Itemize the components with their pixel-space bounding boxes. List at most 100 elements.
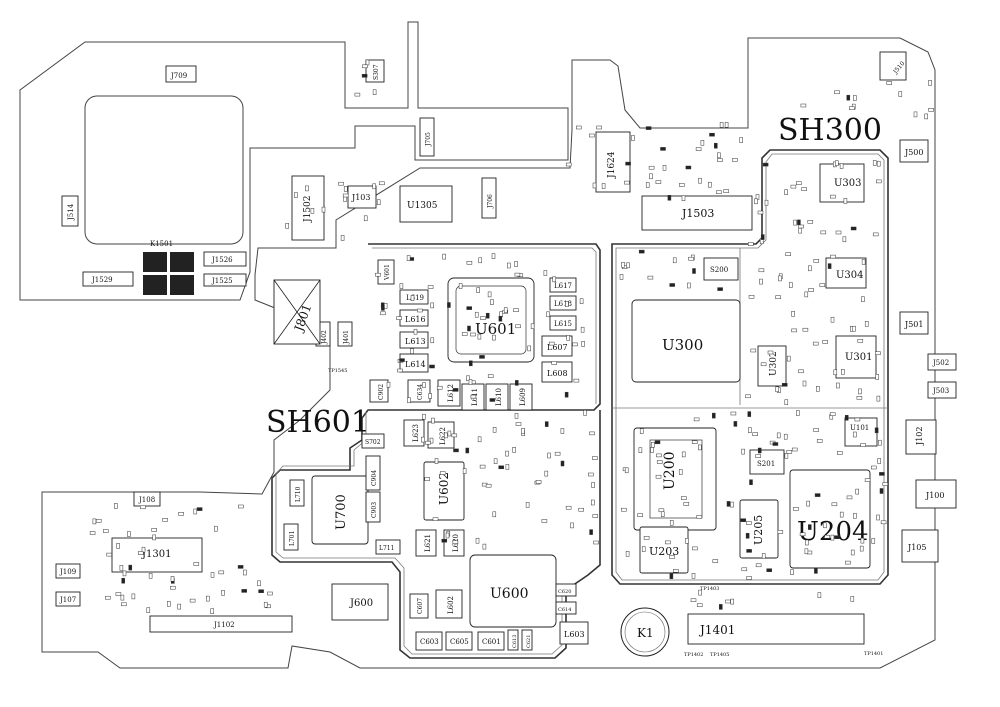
label-j500: J500 [904, 148, 923, 157]
smd-pad [755, 563, 762, 568]
smd-pad [724, 122, 729, 128]
smd-pad [487, 374, 494, 378]
smd-pad [146, 607, 151, 613]
smd-pad [237, 565, 244, 569]
smd-pad [544, 421, 549, 427]
smd-pad [730, 501, 734, 508]
smd-pad [238, 504, 244, 509]
smd-pad [876, 395, 881, 402]
smd-pad [758, 268, 765, 273]
smd-pad [547, 452, 551, 459]
smd-pad [656, 453, 662, 458]
smd-pad [514, 261, 518, 267]
smd-pad [492, 427, 497, 433]
smd-pad [714, 142, 718, 149]
smd-pad [790, 184, 797, 189]
smd-pad [837, 451, 843, 455]
smd-pad [406, 255, 411, 261]
smd-pad [638, 447, 643, 453]
smd-pad [745, 533, 750, 539]
smd-pad [655, 474, 662, 479]
smd-pad [570, 522, 574, 529]
label-l609: L609 [519, 388, 527, 406]
smd-pad [700, 140, 705, 146]
smd-pad [466, 375, 470, 382]
smd-pad [422, 413, 426, 420]
smd-pad [648, 165, 655, 170]
smd-pad [399, 283, 404, 289]
smd-pad [578, 507, 584, 512]
smd-pad [478, 257, 482, 264]
label-u301: U301 [845, 352, 873, 363]
smd-pad [775, 295, 781, 299]
smd-pad [441, 538, 448, 543]
smd-pad [535, 480, 542, 484]
smd-pad [748, 295, 755, 299]
smd-pad [376, 199, 381, 205]
smd-pad [588, 472, 594, 477]
connector-j1301: J1301 [111, 537, 203, 573]
smd-pad [241, 589, 247, 593]
smd-pad [733, 421, 738, 427]
smd-pad [797, 219, 801, 226]
smd-pad [363, 215, 368, 222]
smd-pad [877, 458, 881, 464]
smd-pad [789, 282, 793, 288]
smd-pad [830, 194, 836, 199]
smd-pad [853, 513, 857, 519]
smd-pad [669, 573, 674, 580]
tiny-parts [89, 59, 934, 614]
smd-pad [717, 152, 721, 159]
label-l607: L607 [547, 343, 568, 352]
smd-pad [105, 595, 111, 600]
label-j1526: J1526 [211, 256, 233, 264]
smd-pad [340, 235, 345, 241]
shield-sh601-inner [275, 247, 597, 655]
smd-pad [812, 341, 819, 346]
smd-pad [452, 540, 459, 544]
smd-pad [546, 311, 550, 318]
smd-pad [583, 410, 587, 416]
smd-pad [122, 570, 127, 577]
smd-pad [852, 325, 856, 332]
smd-pad [565, 505, 572, 510]
smd-pad [778, 275, 782, 282]
smd-pad [928, 108, 934, 112]
smd-pad [928, 80, 932, 86]
smd-pad [310, 208, 315, 214]
board-outline-main [41, 37, 936, 669]
smd-pad [808, 288, 814, 292]
label-l608: L608 [547, 369, 568, 378]
smd-pad [786, 355, 791, 362]
smd-pad [846, 94, 851, 101]
smd-pad [856, 396, 863, 400]
ic-u205: U205 [739, 499, 779, 559]
label-c614: C614 [558, 607, 571, 613]
smd-pad [512, 447, 516, 453]
smd-pad [429, 364, 435, 369]
smd-pad [716, 190, 722, 194]
smd-pad [692, 268, 696, 274]
smd-pad [162, 518, 168, 522]
label-l603: L603 [564, 630, 585, 639]
smd-pad [816, 386, 820, 392]
smd-pad [243, 569, 247, 576]
smd-pad [461, 332, 468, 336]
smd-pad [626, 262, 630, 269]
smd-pad [498, 465, 504, 470]
label-l613: L613 [405, 337, 426, 346]
smd-pad [808, 265, 812, 272]
label-u302: U302 [769, 351, 779, 376]
smd-pad [425, 440, 431, 445]
smd-pad [878, 439, 882, 446]
smd-pad [822, 340, 828, 344]
smd-pad [690, 598, 697, 602]
ic-u304: U304 [825, 257, 867, 289]
smd-pad [688, 256, 694, 261]
smd-pad [514, 272, 521, 277]
smd-pad [490, 299, 494, 305]
smd-pad [128, 564, 133, 571]
smd-pad [849, 106, 855, 110]
smd-pad [140, 505, 146, 510]
smd-pad [148, 573, 153, 579]
